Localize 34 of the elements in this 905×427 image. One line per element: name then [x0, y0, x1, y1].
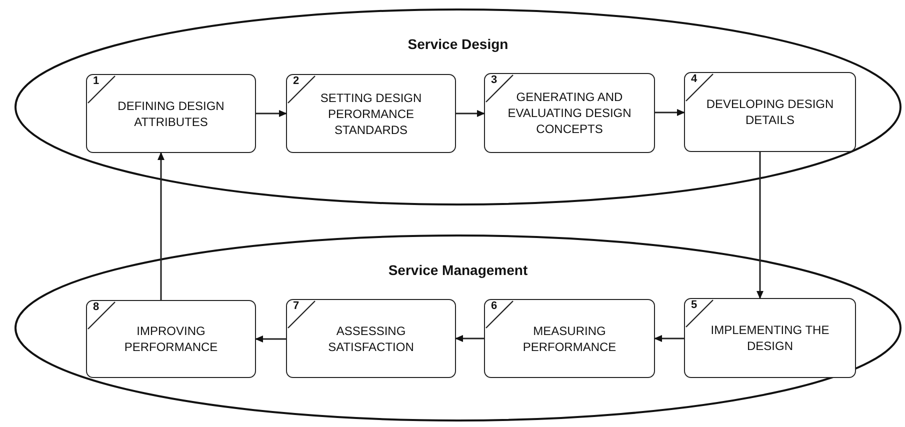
step-label: IMPROVING PERFORMANCE — [123, 323, 219, 355]
process-box — [684, 298, 856, 378]
arrow — [456, 110, 485, 117]
arrow — [256, 110, 287, 117]
step-number: 3 — [491, 74, 498, 87]
step-label: SETTING DESIGN PERORMANCE STANDARDS — [319, 90, 423, 138]
step-number: 5 — [691, 299, 698, 312]
process-box — [286, 74, 456, 153]
group-title: Service Management — [388, 261, 528, 280]
arrow — [158, 152, 164, 300]
step-label: DEFINING DESIGN ATTRIBUTES — [116, 98, 226, 130]
step-number: 6 — [491, 300, 498, 313]
step-label: DEVELOPING DESIGN DETAILS — [705, 96, 835, 128]
arrow — [756, 152, 764, 299]
step-number: 4 — [691, 73, 698, 86]
arrow — [255, 336, 286, 342]
arrow — [655, 109, 685, 116]
process-box — [484, 73, 655, 153]
step-label: MEASURING PERFORMANCE — [522, 322, 618, 354]
step-number: 8 — [93, 301, 100, 314]
step-label: GENERATING AND EVALUATING DESIGN CONCEPTS — [506, 89, 632, 137]
process-box — [86, 74, 256, 153]
process-box — [86, 300, 256, 378]
arrow — [455, 335, 484, 342]
arrow — [654, 335, 684, 342]
process-box — [286, 299, 456, 378]
group-title: Service Design — [408, 35, 508, 54]
step-number: 7 — [293, 300, 300, 313]
step-label: ASSESSING SATISFACTION — [327, 322, 415, 354]
step-label: IMPLEMENTING THE DESIGN — [710, 322, 830, 354]
step-number: 2 — [293, 75, 300, 88]
step-number: 1 — [93, 75, 100, 88]
process-box — [484, 299, 655, 378]
process-box — [684, 72, 856, 152]
